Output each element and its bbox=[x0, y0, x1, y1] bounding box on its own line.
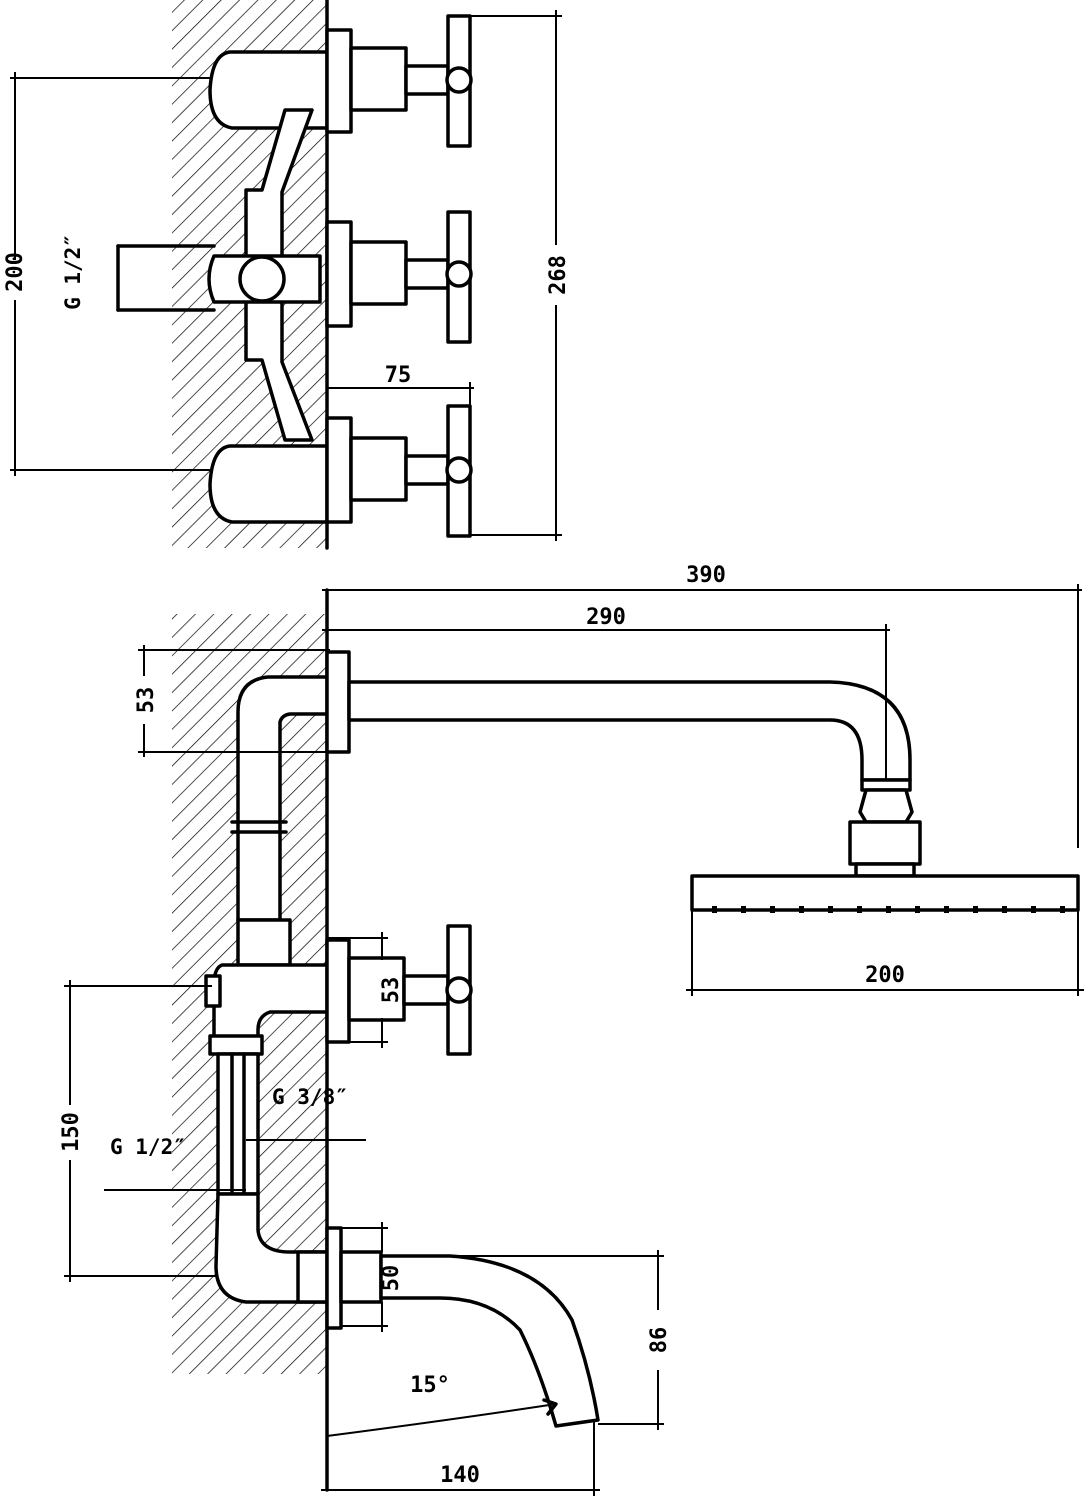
valve-middle bbox=[325, 210, 473, 344]
concealed-body-top bbox=[116, 50, 329, 524]
valve-lower bbox=[325, 404, 473, 538]
dim-label-268: 268 bbox=[546, 255, 571, 295]
dimension-200-top: 200 bbox=[3, 72, 212, 476]
dim-label-53-upper: 53 bbox=[134, 687, 159, 714]
dim-label-140: 140 bbox=[440, 1463, 480, 1488]
shower-nozzle bbox=[741, 906, 746, 913]
dim-label-200-head: 200 bbox=[865, 963, 905, 988]
dimension-268: 268 bbox=[470, 10, 571, 541]
shower-nozzle bbox=[886, 906, 891, 913]
concealed-riser bbox=[204, 675, 329, 1304]
dimension-50: 50 bbox=[341, 1222, 404, 1332]
shower-head bbox=[690, 874, 1080, 913]
shower-nozzle bbox=[799, 906, 804, 913]
dimension-140: 140 bbox=[321, 1420, 600, 1496]
hose-thread-label: G 3/8″ bbox=[272, 1085, 348, 1109]
dim-label-53-valve: 53 bbox=[379, 977, 404, 1004]
shower-nozzle bbox=[857, 906, 862, 913]
dim-label-86: 86 bbox=[647, 1327, 672, 1354]
dim-label-50: 50 bbox=[379, 1265, 404, 1292]
dim-label-150: 150 bbox=[59, 1112, 84, 1152]
dim-label-290: 290 bbox=[586, 605, 626, 630]
shower-nozzle bbox=[1002, 906, 1007, 913]
dim-label-390: 390 bbox=[686, 563, 726, 588]
dim-label-200: 200 bbox=[3, 252, 28, 292]
shower-nozzle bbox=[1060, 906, 1065, 913]
shower-nozzle bbox=[944, 906, 949, 913]
diverter-valve bbox=[325, 924, 473, 1056]
dimension-390: 390 bbox=[322, 563, 1082, 848]
shower-nozzle bbox=[1031, 906, 1036, 913]
thread-callouts: G 3/8″ G 1/2″ bbox=[104, 1085, 366, 1191]
inlet-thread-label-top: G 1/2″ bbox=[61, 234, 85, 310]
bath-spout bbox=[325, 1226, 600, 1428]
shower-nozzle bbox=[973, 906, 978, 913]
dimension-290: 290 bbox=[322, 605, 890, 780]
valve-upper bbox=[325, 14, 473, 148]
top-view: 200 G 1/2″ 268 75 bbox=[3, 0, 571, 550]
dimension-150: 150 bbox=[59, 980, 218, 1282]
shower-arm bbox=[325, 650, 922, 878]
shower-nozzle bbox=[915, 906, 920, 913]
spout-angle-arc: 15° bbox=[326, 1373, 558, 1437]
dimension-86: 86 bbox=[450, 1250, 672, 1430]
dimension-53-valve: 53 bbox=[327, 932, 404, 1048]
shower-nozzle bbox=[770, 906, 775, 913]
inlet-thread-label-bottom: G 1/2″ bbox=[110, 1135, 186, 1159]
dim-label-15-degrees: 15° bbox=[410, 1373, 450, 1398]
dimension-53-upper: 53 bbox=[134, 645, 330, 757]
bottom-view: 390 290 53 53 200 bbox=[59, 563, 1084, 1496]
dimension-75: 75 bbox=[327, 363, 474, 408]
dimension-200-head: 200 bbox=[686, 910, 1084, 996]
shower-nozzle bbox=[828, 906, 833, 913]
dim-label-75: 75 bbox=[385, 363, 412, 388]
shower-nozzle bbox=[712, 906, 717, 913]
